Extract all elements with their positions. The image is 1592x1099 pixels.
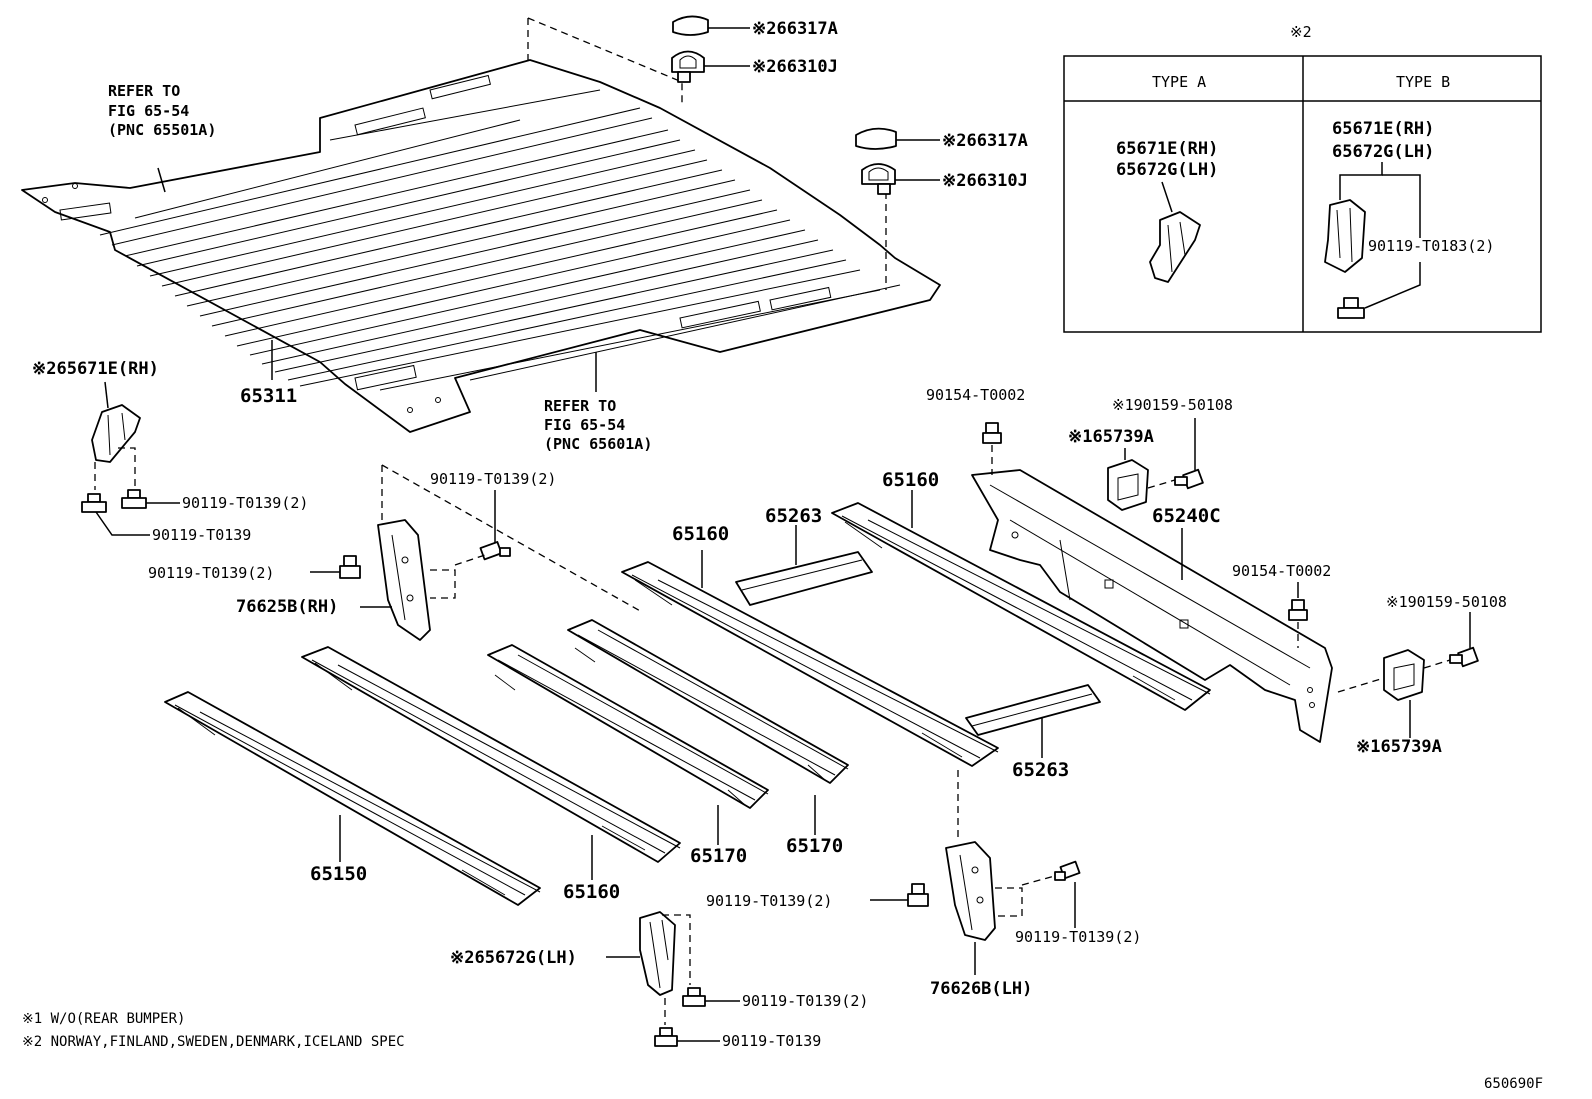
bolt-90119-t0139-b[interactable]: [654, 1027, 678, 1047]
inset-type-a: TYPE A: [1152, 73, 1206, 91]
rear-member-65240C[interactable]: [971, 469, 1333, 743]
label-65263-a: 65263: [765, 505, 822, 527]
figure-id: 650690F: [1484, 1076, 1543, 1092]
cap-66317A-upper[interactable]: [672, 15, 709, 36]
bolt-90119-t0139-2-e[interactable]: [1054, 860, 1081, 881]
label-65739A-a: ※165739A: [1068, 427, 1154, 447]
bolt-90154-t0002-b[interactable]: [1288, 599, 1308, 621]
bolt-90119-t0139-2-c[interactable]: [339, 555, 361, 579]
label-65739A-b: ※165739A: [1356, 737, 1442, 757]
inset-a-lh: 65672G(LH): [1116, 160, 1218, 180]
bracket-65672G-lh[interactable]: [639, 911, 676, 996]
label-refer-2b: FIG 65-54: [544, 416, 625, 434]
label-90119-t0139-2-d: 90119-T0139(2): [706, 892, 832, 910]
label-90154-b: 90154-T0002: [1232, 562, 1331, 580]
label-76626B: 76626B(LH): [930, 979, 1032, 999]
cap-66317A-lower[interactable]: [855, 127, 897, 150]
bolt-90154-t0002-a[interactable]: [982, 422, 1002, 444]
label-65240C: 65240C: [1152, 505, 1221, 527]
label-66317A-1: ※266317A: [752, 19, 838, 39]
label-65170-b: 65170: [786, 835, 843, 857]
cross-member-65160-lower[interactable]: [301, 646, 681, 863]
label-refer-1a: REFER TO: [108, 82, 180, 100]
note-2: ※2 NORWAY,FINLAND,SWEDEN,DENMARK,ICELAND…: [22, 1034, 405, 1050]
member-65263-lower[interactable]: [965, 684, 1101, 736]
note-1: ※1 W/O(REAR BUMPER): [22, 1011, 185, 1027]
label-90159-a: ※190159-50108: [1112, 396, 1233, 414]
label-90119-t0139-2-a: 90119-T0139(2): [182, 494, 308, 512]
label-66310J-1: ※266310J: [752, 57, 838, 77]
label-90119-t0139-2-c: 90119-T0139(2): [148, 564, 274, 582]
label-65671E-rh: ※265671E(RH): [32, 359, 159, 379]
label-66317A-2: ※266317A: [942, 131, 1028, 151]
cross-member-65170-b[interactable]: [567, 619, 849, 784]
bolt-90119-t0139-a[interactable]: [81, 493, 107, 513]
label-65672G-lh: ※265672G(LH): [450, 948, 577, 968]
inset-bolt[interactable]: [1337, 297, 1365, 319]
floor-panel-65311[interactable]: [21, 59, 941, 433]
bolt-90159-50108-b[interactable]: [1449, 646, 1479, 668]
cross-member-65170-a[interactable]: [487, 644, 769, 809]
label-65160-a: 65160: [672, 523, 729, 545]
label-65160-b: 65160: [882, 469, 939, 491]
inset-type-b: TYPE B: [1396, 73, 1450, 91]
inset-mark: ※2: [1290, 23, 1312, 41]
hook-66310J-lower[interactable]: [861, 163, 896, 195]
bracket-65671E-rh[interactable]: [91, 404, 141, 463]
label-90119-t0139-b: 90119-T0139: [722, 1032, 821, 1050]
label-90119-t0139-2-f: 90119-T0139(2): [742, 992, 868, 1010]
member-65263-upper[interactable]: [735, 551, 873, 606]
bolt-90119-t0139-2-a[interactable]: [121, 489, 147, 509]
label-90159-b: ※190159-50108: [1386, 593, 1507, 611]
inset-b-rh: 65671E(RH): [1332, 119, 1434, 139]
bolt-90119-t0139-2-b[interactable]: [479, 541, 511, 561]
label-65170-a: 65170: [690, 845, 747, 867]
label-90119-t0139-2-e: 90119-T0139(2): [1015, 928, 1141, 946]
inset-a-rh: 65671E(RH): [1116, 139, 1218, 159]
pad-65739A-a[interactable]: [1107, 459, 1149, 511]
label-refer-1b: FIG 65-54: [108, 102, 189, 120]
label-76625B: 76625B(RH): [236, 597, 338, 617]
label-65150: 65150: [310, 863, 367, 885]
bolt-90159-50108-a[interactable]: [1174, 468, 1204, 490]
label-66310J-2: ※266310J: [942, 171, 1028, 191]
inset-b-bolt: 90119-T0183(2): [1368, 237, 1494, 255]
label-65263-b: 65263: [1012, 759, 1069, 781]
inset-box: [1063, 55, 1542, 333]
bracket-76626B-lh[interactable]: [945, 841, 996, 941]
label-90154-a: 90154-T0002: [926, 386, 1025, 404]
label-65311: 65311: [240, 385, 297, 407]
label-refer-2c: (PNC 65601A): [544, 435, 652, 453]
inset-bracket-type-b[interactable]: [1324, 199, 1366, 273]
bolt-90119-t0139-2-d[interactable]: [907, 883, 929, 907]
label-refer-1c: (PNC 65501A): [108, 121, 216, 139]
inset-bracket-type-a[interactable]: [1149, 211, 1201, 283]
hook-66310J-upper[interactable]: [671, 50, 705, 83]
bracket-76625B-rh[interactable]: [377, 519, 431, 641]
label-90119-t0139-a: 90119-T0139: [152, 526, 251, 544]
cross-member-65150[interactable]: [164, 691, 541, 906]
bolt-90119-t0139-2-f[interactable]: [682, 987, 706, 1007]
cross-member-65160-mid[interactable]: [621, 561, 999, 767]
pad-65739A-b[interactable]: [1383, 649, 1425, 701]
label-65160-c: 65160: [563, 881, 620, 903]
label-refer-2a: REFER TO: [544, 397, 616, 415]
label-90119-t0139-2-b: 90119-T0139(2): [430, 470, 556, 488]
inset-b-lh: 65672G(LH): [1332, 142, 1434, 162]
cross-member-65160-upper[interactable]: [831, 502, 1211, 711]
